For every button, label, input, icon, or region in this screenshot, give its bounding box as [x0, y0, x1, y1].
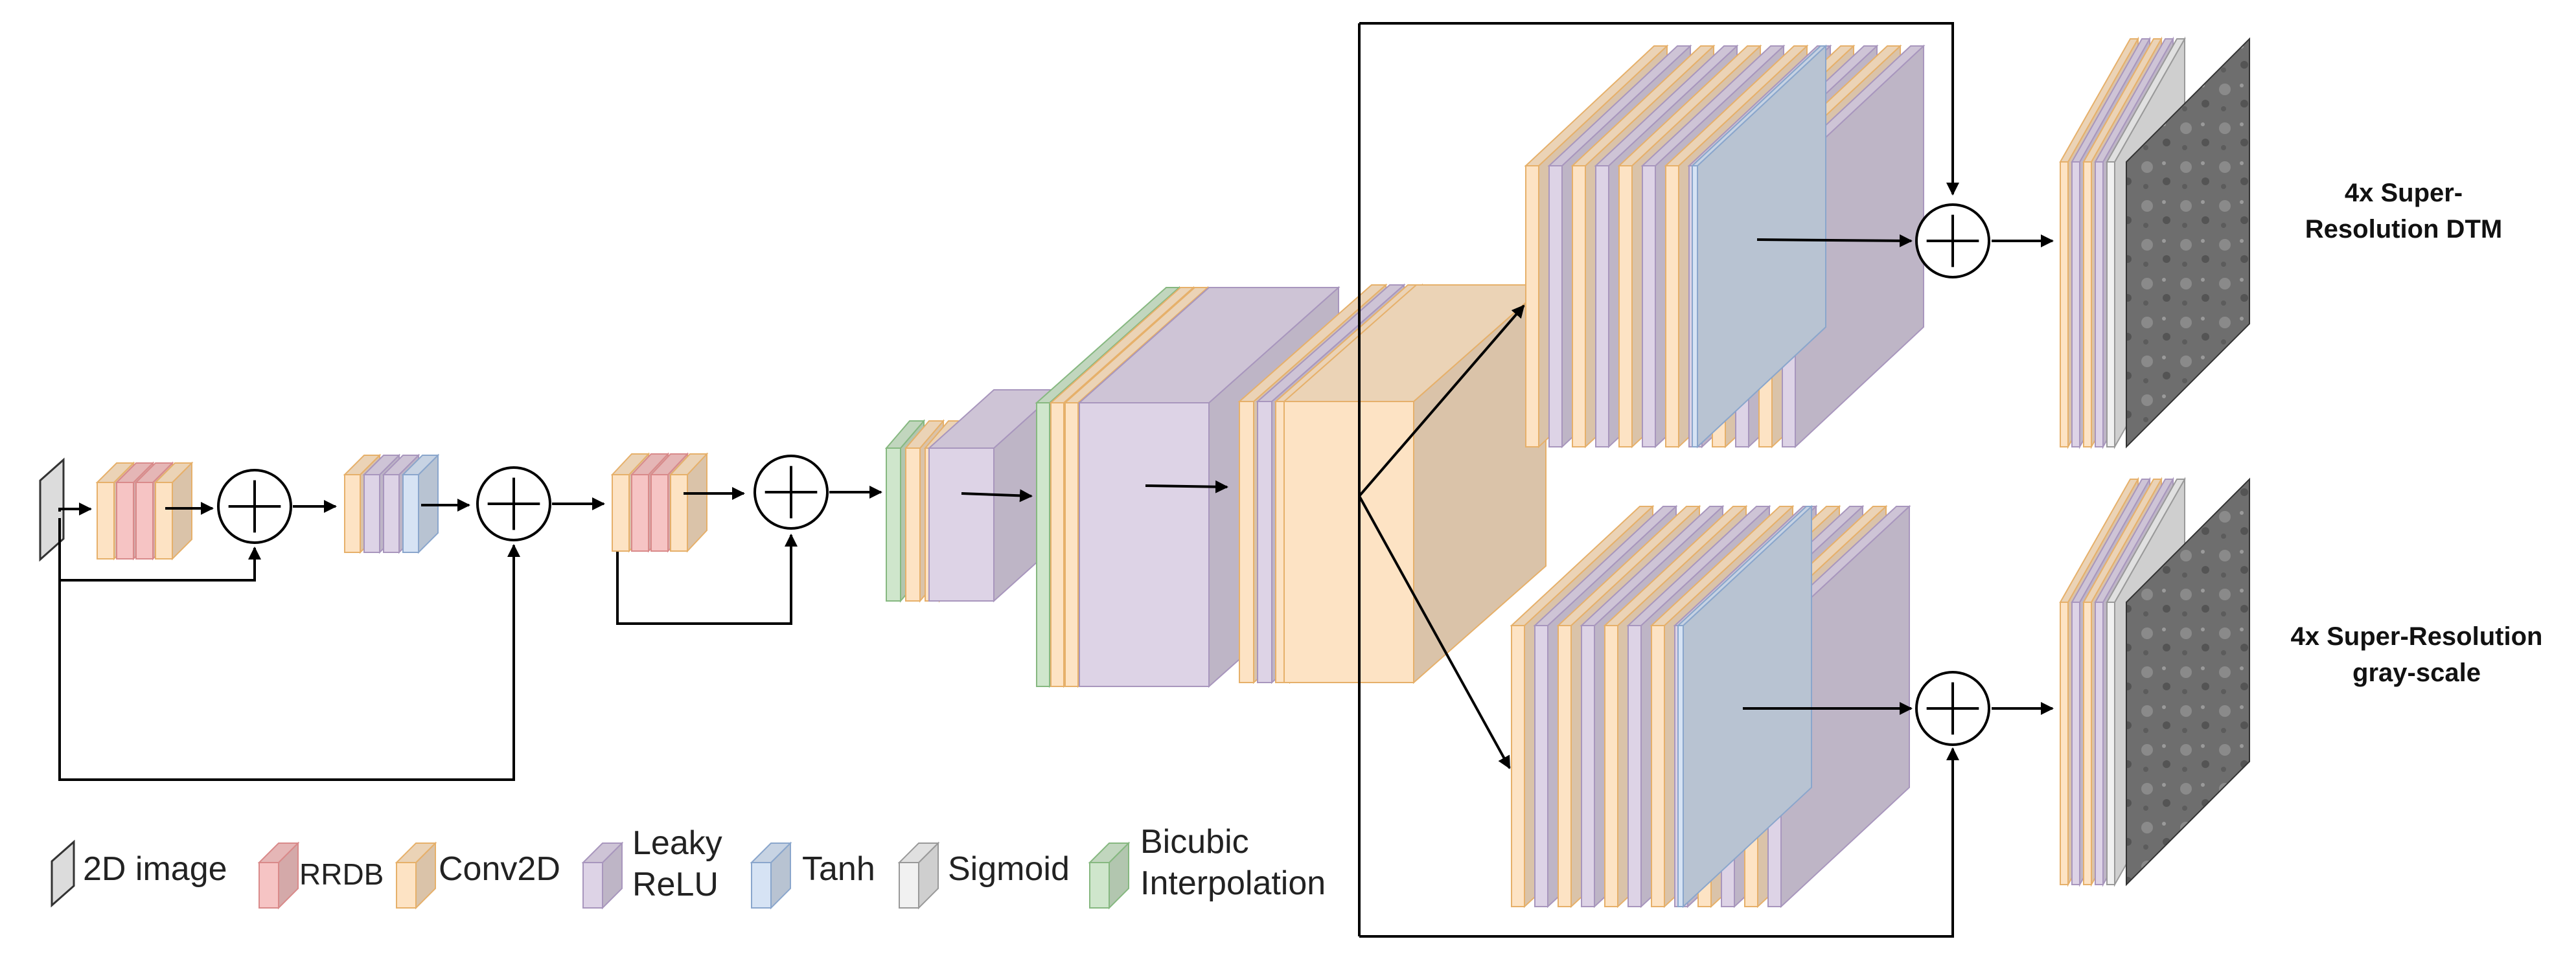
legend-label-image: 2D image	[83, 850, 227, 888]
skip-input-to-add1	[58, 518, 261, 582]
output-label-dtm: 4x Super- Resolution DTM	[2268, 175, 2540, 247]
arrow-block4-to-block5	[961, 489, 1033, 503]
add-3	[753, 455, 829, 530]
input-image	[39, 457, 65, 562]
skip-frame-bottom	[1359, 747, 1959, 938]
block2-layer-4	[401, 453, 440, 554]
output-gray-image	[2126, 477, 2250, 887]
output-label-dtm-line1: 4x Super-	[2344, 179, 2463, 207]
add-2	[476, 466, 551, 541]
legend-icon-rrdb	[257, 841, 300, 910]
arrow-block5-to-block6	[1145, 480, 1228, 493]
output-label-gray-line2: gray-scale	[2352, 659, 2481, 687]
add-1	[217, 469, 292, 544]
legend-icon-image	[51, 839, 75, 908]
legend-icon-tanh	[750, 841, 792, 910]
output-label-gray: 4x Super-Resolution gray-scale	[2261, 618, 2572, 691]
block1-layer-4	[154, 461, 194, 561]
legend-label-leaky-relu: Leaky ReLU	[632, 824, 722, 903]
legend-label-bicubic: Bicubic Interpolation	[1140, 823, 1326, 902]
legend-icon-leaky-relu	[581, 841, 624, 910]
legend-label-tanh: Tanh	[802, 850, 875, 888]
add-top	[1915, 203, 1990, 278]
legend-label-sigmoid: Sigmoid	[948, 850, 1070, 888]
output-dtm-image	[2126, 37, 2250, 449]
top-branch-tanh-block	[1690, 44, 1828, 449]
legend-label-conv2d: Conv2D	[439, 850, 560, 888]
add-bottom	[1915, 671, 1990, 746]
bottom-branch-tanh-block	[1676, 504, 1813, 909]
legend-icon-conv2d	[395, 841, 437, 910]
arrow-input-to-block1	[58, 503, 92, 515]
legend-icon-sigmoid	[897, 841, 940, 910]
arrow-split-to-bottom	[1358, 495, 1511, 769]
legend-icon-bicubic	[1088, 841, 1131, 910]
arrow-top-stack-to-add	[1756, 234, 1913, 247]
block6-layer-4	[1282, 283, 1548, 684]
arrow-split-to-top	[1358, 304, 1525, 497]
legend-label-rrdb: RRDB	[299, 857, 384, 891]
block3-layer-4	[669, 452, 709, 553]
output-label-gray-line1: 4x Super-Resolution	[2290, 622, 2543, 651]
output-label-dtm-line2: Resolution DTM	[2305, 215, 2503, 243]
skip-input-to-add2	[58, 544, 520, 781]
skip-frame	[1359, 22, 1959, 196]
skip-block3-to-add3	[616, 534, 798, 625]
